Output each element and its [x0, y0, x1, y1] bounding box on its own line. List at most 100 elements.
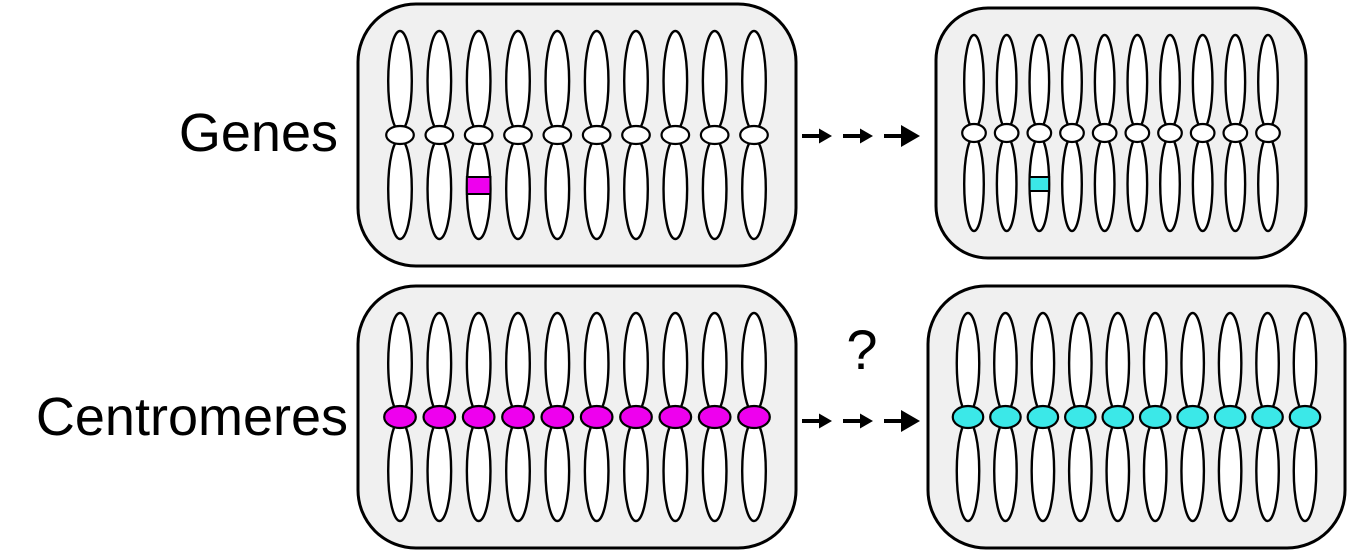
- chromosome-bottom-arm: [623, 419, 650, 523]
- centromere: [961, 122, 987, 144]
- genes-cell-right: [934, 6, 1308, 260]
- chromosome-top-arm: [1105, 311, 1131, 415]
- chromosome: [619, 311, 653, 523]
- chromosome: [1255, 33, 1281, 233]
- centromere: [422, 404, 457, 430]
- chromosome-top-arm: [741, 29, 768, 133]
- chromosome-top-arm: [662, 311, 689, 415]
- centromere: [461, 404, 496, 430]
- chromosome: [579, 311, 614, 523]
- chromosome-bottom-arm: [741, 419, 768, 523]
- chromosome-bottom-arm: [741, 137, 768, 241]
- arrow-head-icon: [819, 128, 832, 144]
- chromosome-bottom-arm: [1256, 135, 1279, 233]
- chromosome-bottom-arm: [505, 137, 532, 241]
- chromosome: [621, 29, 651, 241]
- arrow-head-icon: [901, 410, 920, 432]
- arrow-head-icon: [860, 128, 873, 144]
- centromere: [989, 404, 1022, 430]
- chromosome-top-arm: [1142, 311, 1168, 415]
- centromere: [579, 404, 614, 430]
- chromosome-top-arm: [955, 311, 981, 415]
- chromosome-top-arm: [963, 33, 986, 131]
- chromosome-bottom-arm: [1093, 135, 1116, 233]
- chromosome: [463, 29, 494, 241]
- centromere: [1064, 404, 1097, 430]
- centromere: [660, 124, 691, 146]
- centromere: [737, 404, 771, 430]
- chromosome: [697, 311, 732, 523]
- chromosome-bottom-arm: [1060, 135, 1083, 233]
- chromosome: [422, 311, 457, 523]
- cell-box: [934, 6, 1308, 260]
- chromosome: [1026, 33, 1053, 233]
- chromosome: [660, 29, 691, 241]
- centromere: [739, 124, 769, 146]
- chromosome-top-arm: [505, 311, 532, 415]
- chromosome-top-arm: [583, 29, 610, 133]
- centromere: [503, 124, 533, 146]
- centromere: [951, 404, 985, 430]
- arrow-head-icon: [901, 125, 920, 147]
- chromosome-bottom-arm: [544, 137, 571, 241]
- chromosome-top-arm: [1030, 311, 1056, 415]
- chromosome: [1101, 311, 1135, 523]
- centromeres-cell-right: [926, 284, 1347, 550]
- chromosome: [699, 29, 730, 241]
- chromosome: [1059, 33, 1085, 233]
- chromosome-bottom-arm: [955, 419, 981, 523]
- chromosome: [383, 311, 417, 523]
- chromosome-top-arm: [1028, 33, 1051, 131]
- chromosome-bottom-arm: [387, 137, 414, 241]
- chromosome-bottom-arm: [1224, 135, 1247, 233]
- chromosome: [1157, 33, 1183, 233]
- chromosome-bottom-arm: [1255, 419, 1280, 523]
- chromosome: [989, 311, 1022, 523]
- chromosome: [540, 311, 575, 523]
- dashed-arrow: [802, 125, 920, 147]
- chromosome: [658, 311, 693, 523]
- chromosome-top-arm: [741, 311, 768, 415]
- chromosome: [961, 33, 987, 233]
- chromosome-top-arm: [701, 29, 728, 133]
- chromosome-top-arm: [1126, 33, 1149, 131]
- chromosome-top-arm: [1292, 311, 1318, 415]
- chromosome-bottom-arm: [701, 137, 728, 241]
- chromosome-bottom-arm: [387, 419, 414, 523]
- chromosome-bottom-arm: [544, 419, 571, 523]
- chromosome-bottom-arm: [1067, 419, 1093, 523]
- chromosome-bottom-arm: [1105, 419, 1131, 523]
- chromosome-top-arm: [1224, 33, 1247, 131]
- chromosome-top-arm: [701, 311, 728, 415]
- dashed-arrow: [802, 410, 920, 432]
- chromosome-top-arm: [1255, 311, 1280, 415]
- chromosome-top-arm: [1093, 33, 1116, 131]
- chromosome-top-arm: [583, 311, 610, 415]
- row-genes: [356, 2, 1308, 268]
- chromosome: [993, 33, 1020, 233]
- chromosome: [1091, 33, 1118, 233]
- gene-band: [465, 176, 492, 195]
- centromere: [658, 404, 693, 430]
- chromosome-bottom-arm: [995, 135, 1018, 233]
- chromosome-bottom-arm: [623, 137, 650, 241]
- chromosome-top-arm: [505, 29, 532, 133]
- chromosome-top-arm: [544, 311, 571, 415]
- centromere: [424, 124, 455, 146]
- chromosome-bottom-arm: [583, 419, 610, 523]
- chromosome-bottom-arm: [1191, 135, 1214, 233]
- chromosome-top-arm: [1180, 311, 1206, 415]
- chromosome-bottom-arm: [426, 137, 453, 241]
- row-label-genes: Genes: [178, 103, 338, 163]
- chromosome: [385, 29, 415, 241]
- chromosome: [461, 311, 496, 523]
- centromere: [1157, 122, 1183, 144]
- chromosome-bottom-arm: [993, 419, 1018, 523]
- centromere: [1176, 404, 1210, 430]
- row-centromeres: [356, 284, 1347, 550]
- centromere: [1059, 122, 1085, 144]
- chromosome-top-arm: [1158, 33, 1181, 131]
- chromosome-top-arm: [544, 29, 571, 133]
